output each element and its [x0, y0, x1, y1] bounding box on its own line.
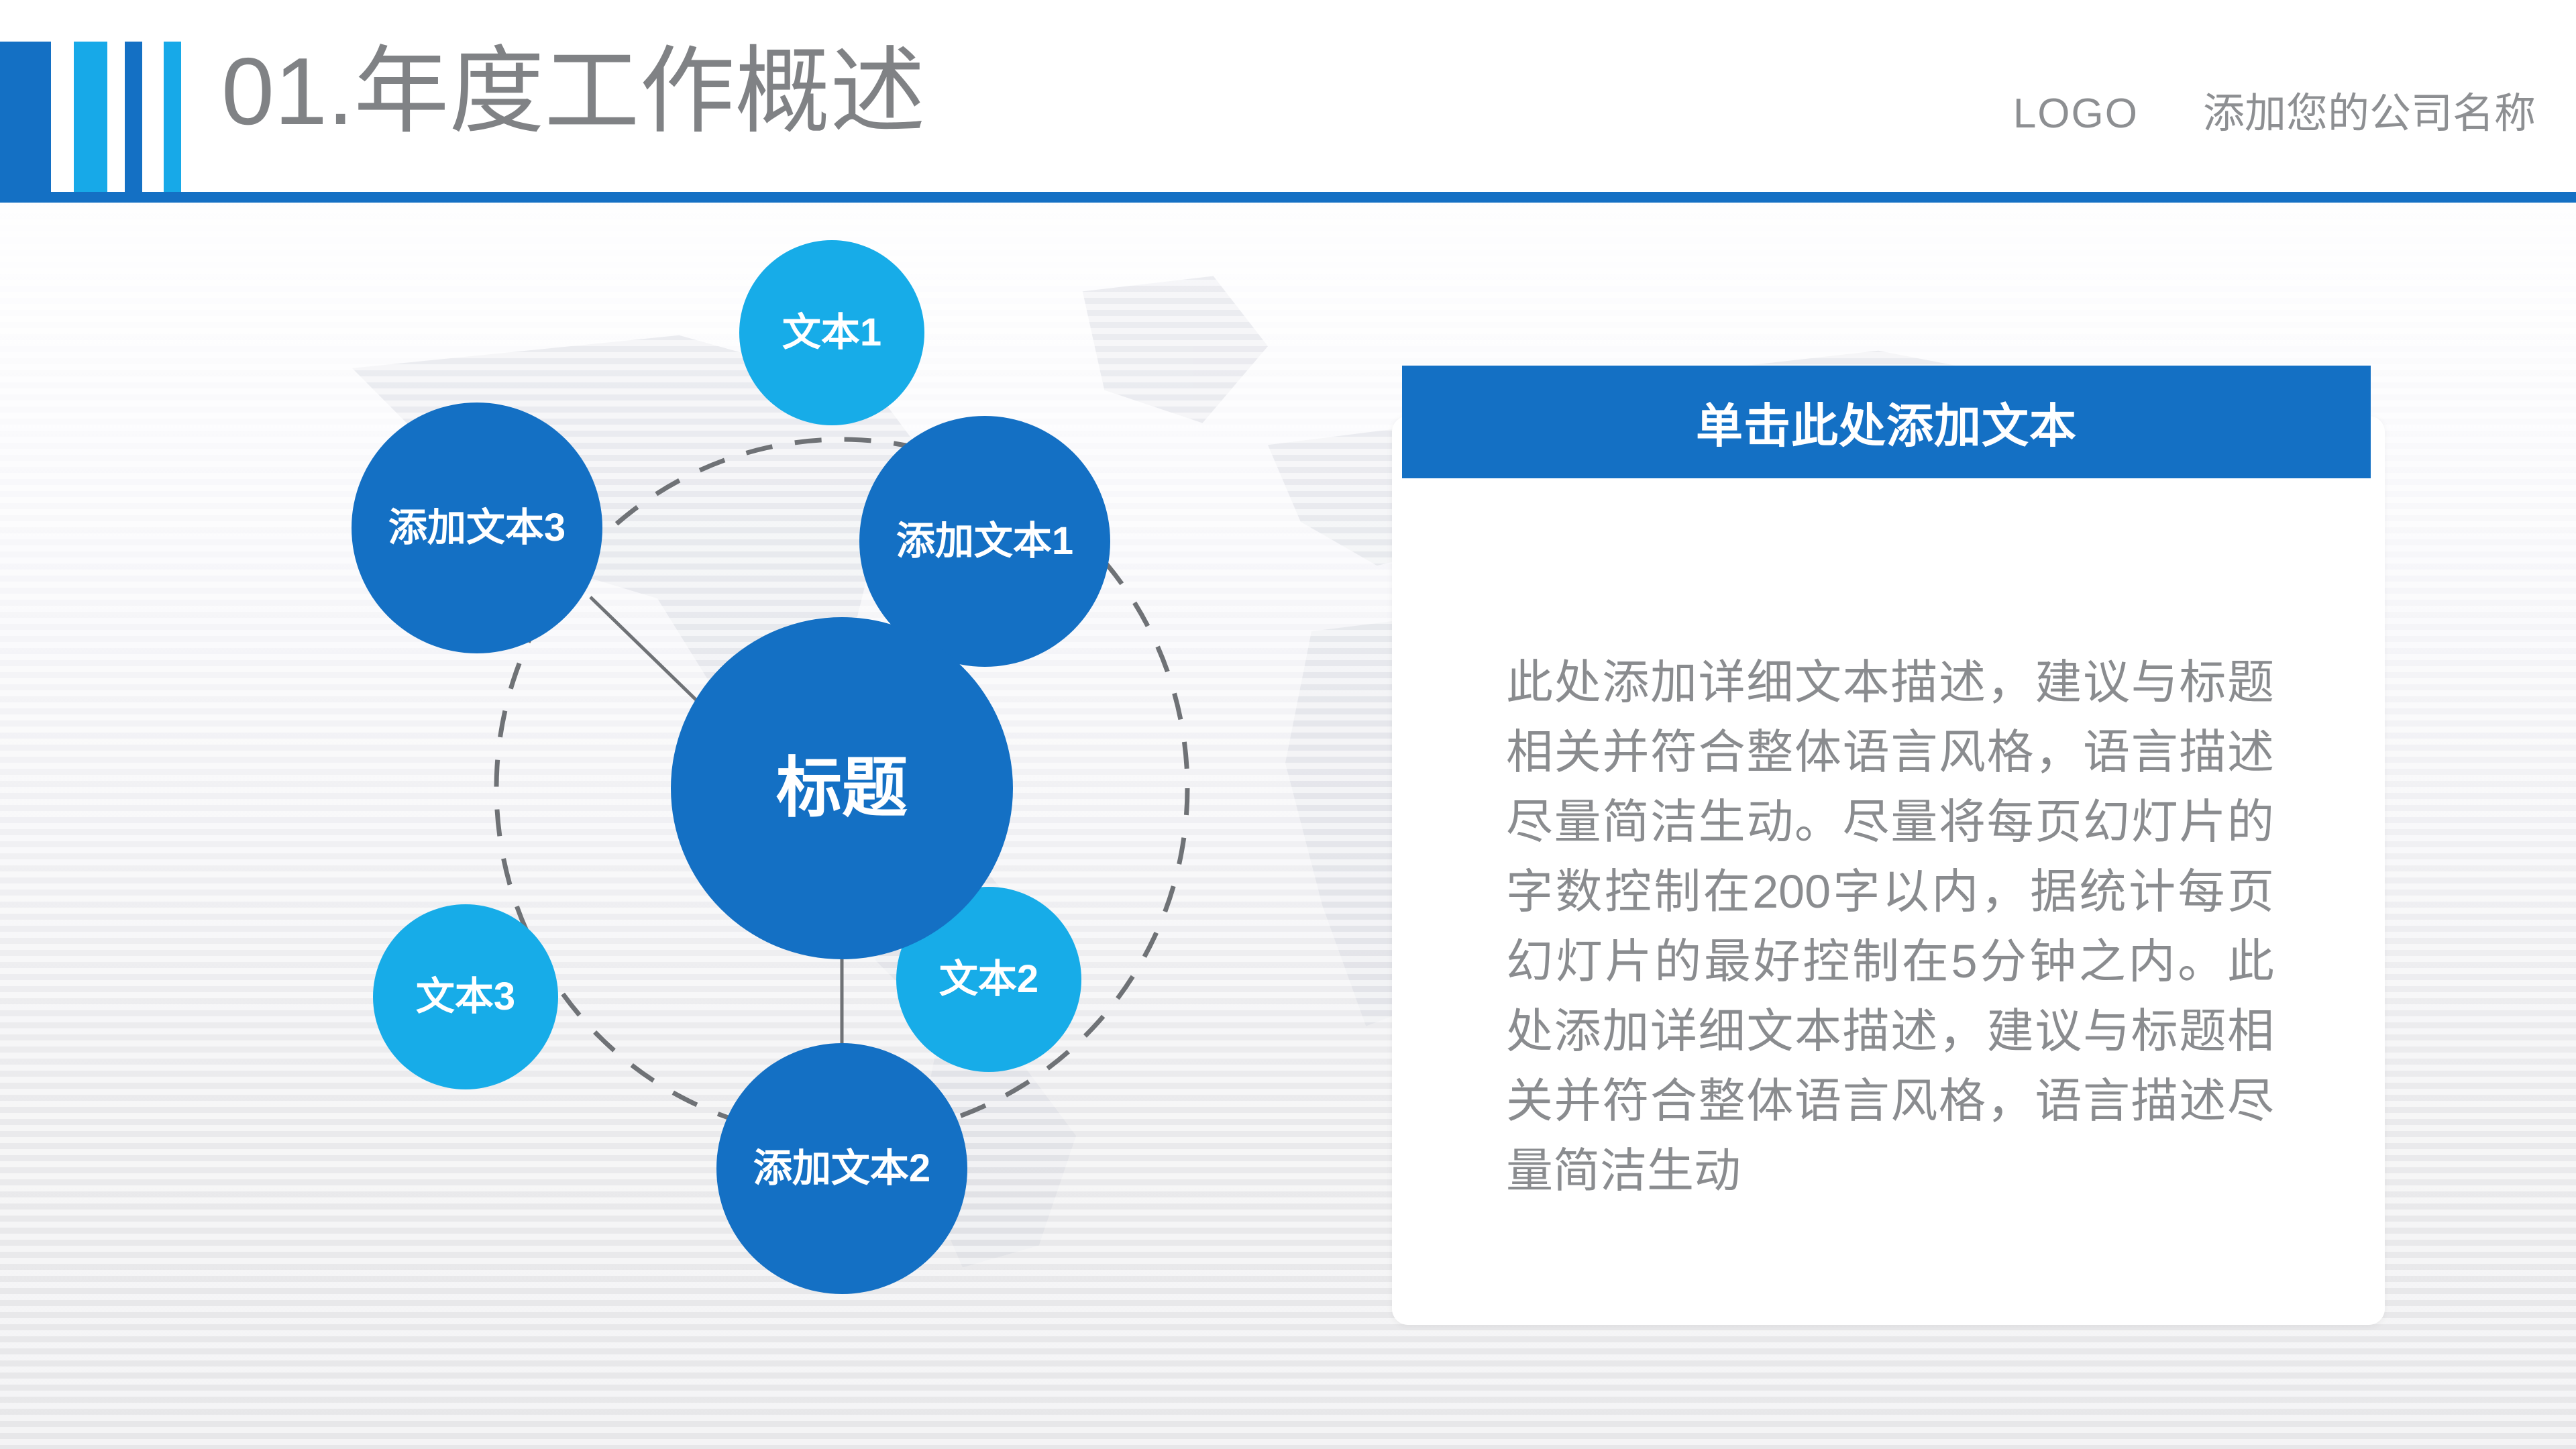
content-card	[1392, 416, 2385, 1325]
dashed-orbit-ring	[494, 437, 1190, 1140]
node-label: 添加文本2	[753, 1146, 931, 1190]
node-label: 文本1	[782, 310, 882, 354]
header-divider	[0, 192, 2576, 203]
accent-bar-1	[0, 42, 51, 192]
diagram-node-text1[interactable]: 文本1	[739, 240, 924, 425]
accent-bar-2	[74, 42, 107, 192]
diagram-node-text3[interactable]: 文本3	[373, 904, 558, 1089]
accent-bar-3	[125, 42, 142, 192]
diagram-center-node[interactable]: 标题	[671, 617, 1013, 959]
slide-header: 01.年度工作概述 LOGO 添加您的公司名称	[0, 0, 2576, 192]
accent-bar-4	[164, 42, 181, 192]
page-title: 01.年度工作概述	[221, 38, 926, 145]
diagram-node-add1[interactable]: 添加文本1	[859, 416, 1110, 667]
node-label: 添加文本3	[388, 505, 566, 549]
logo-placeholder: LOGO	[2012, 91, 2139, 137]
node-label: 文本2	[938, 957, 1039, 1001]
header-right-group: LOGO 添加您的公司名称	[2013, 79, 2536, 140]
content-card-body-text: 此处添加详细文本描述，建议与标题相关并符合整体语言风格，语言描述尽量简洁生动。尽…	[1506, 656, 2274, 1197]
diagram-node-add2[interactable]: 添加文本2	[716, 1043, 967, 1294]
content-card-banner-label: 单击此处添加文本	[1696, 399, 2077, 452]
center-node-label: 标题	[775, 751, 908, 825]
node-label: 添加文本1	[896, 519, 1074, 563]
diagram-node-add3[interactable]: 添加文本3	[352, 402, 602, 653]
company-name: 添加您的公司名称	[2202, 91, 2536, 137]
node-label: 文本3	[415, 974, 516, 1018]
circle-diagram: 文本1 添加文本1 文本2 添加文本2 文本3 添加文本3 标题	[0, 201, 1375, 1449]
spoke-to-add3	[589, 596, 712, 716]
content-card-banner[interactable]: 单击此处添加文本	[1402, 366, 2371, 478]
